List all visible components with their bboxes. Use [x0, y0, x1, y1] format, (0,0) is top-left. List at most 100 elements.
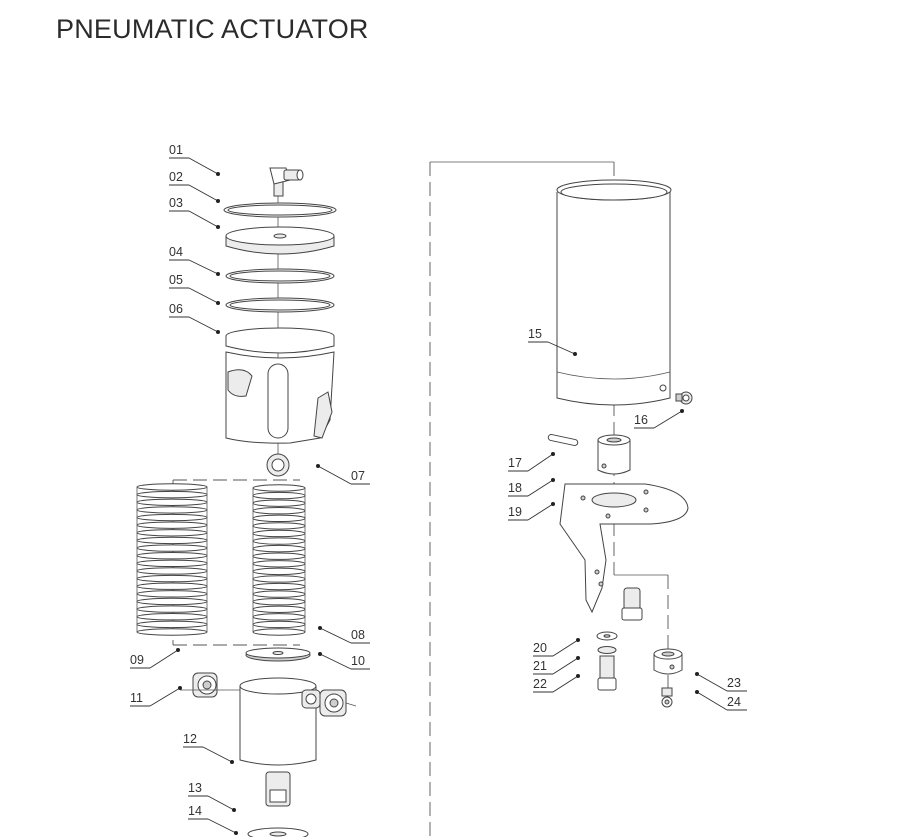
- callout-03: 03: [169, 196, 220, 229]
- callout-12: 12: [183, 732, 234, 764]
- callout-leader-02: [188, 184, 219, 202]
- ring-04-part: [225, 268, 335, 284]
- callout-leader-21: [552, 657, 579, 675]
- callout-leader-22: [552, 675, 579, 693]
- collar-23-part: [653, 648, 683, 675]
- callout-number-23: 23: [727, 676, 741, 690]
- callout-leader-24: [696, 691, 728, 711]
- callout-04: 04: [169, 245, 220, 276]
- callout-leader-04: [188, 259, 219, 275]
- callout-leader-18: [527, 479, 554, 497]
- callout-leader-08: [319, 627, 352, 644]
- callout-leader-15: [547, 341, 576, 355]
- callout-07: 07: [316, 464, 370, 485]
- bearing-07-part: [266, 453, 290, 477]
- callout-dot-21: [576, 656, 580, 660]
- callout-number-08: 08: [351, 628, 365, 642]
- ring-05-part: [225, 297, 335, 313]
- callout-leader-19: [527, 503, 554, 521]
- callout-dot-07: [316, 464, 320, 468]
- callout-dot-20: [576, 638, 580, 642]
- callout-leader-01: [188, 157, 219, 175]
- callout-leader-14: [207, 818, 237, 834]
- callout-number-16: 16: [634, 413, 648, 427]
- callout-dot-16: [680, 409, 684, 413]
- callout-number-02: 02: [169, 170, 183, 184]
- callout-leader-05: [188, 287, 219, 304]
- shaft-13-part: [265, 771, 291, 807]
- callout-dot-17: [551, 452, 555, 456]
- callout-02: 02: [169, 170, 220, 203]
- callout-leader-12: [202, 746, 233, 763]
- cylinder-15-part: [556, 179, 672, 406]
- callout-24: 24: [695, 690, 747, 711]
- callout-dot-03: [216, 225, 220, 229]
- callout-number-03: 03: [169, 196, 183, 210]
- callout-dot-08: [318, 626, 322, 630]
- spring-inner-08-part: [252, 484, 306, 636]
- callout-number-14: 14: [188, 804, 202, 818]
- callout-leader-17: [527, 453, 554, 472]
- callout-dot-12: [230, 760, 234, 764]
- callout-number-10: 10: [351, 654, 365, 668]
- callout-leader-10: [319, 653, 352, 670]
- plug-16-part: [675, 391, 693, 405]
- callout-17: 17: [508, 452, 555, 472]
- callout-dot-13: [232, 808, 236, 812]
- elbow-fitting-part: [269, 167, 304, 197]
- callout-dot-23: [695, 672, 699, 676]
- callout-dot-18: [551, 478, 555, 482]
- callout-number-04: 04: [169, 245, 183, 259]
- callout-dot-11: [178, 686, 182, 690]
- callout-number-06: 06: [169, 302, 183, 316]
- housing-12-part: [180, 677, 321, 766]
- callout-09: 09: [130, 648, 180, 669]
- callout-number-19: 19: [508, 505, 522, 519]
- bolt-upper-part: [621, 587, 643, 621]
- washer-14-part: [247, 827, 309, 837]
- coupling-18-part: [597, 434, 631, 475]
- callout-leader-13: [207, 795, 235, 811]
- page-title: PNEUMATIC ACTUATOR: [56, 14, 369, 44]
- callout-21: 21: [533, 656, 580, 675]
- callout-06: 06: [169, 302, 220, 334]
- callout-dot-10: [318, 652, 322, 656]
- callout-13: 13: [188, 781, 236, 812]
- callout-dot-22: [576, 674, 580, 678]
- callout-number-12: 12: [183, 732, 197, 746]
- o-ring-large-part: [223, 202, 337, 218]
- callout-dot-15: [573, 352, 577, 356]
- callout-number-17: 17: [508, 456, 522, 470]
- callout-20: 20: [533, 638, 580, 657]
- callout-number-11: 11: [130, 691, 143, 705]
- callout-leader-03: [188, 210, 219, 228]
- callout-01: 01: [169, 143, 220, 176]
- callout-leader-07: [317, 465, 352, 485]
- bracket-19-part: [559, 483, 689, 614]
- callout-leader-09: [149, 649, 179, 669]
- callout-number-07: 07: [351, 469, 365, 483]
- callout-dot-02: [216, 199, 220, 203]
- callout-dot-06: [216, 330, 220, 334]
- callout-dot-14: [234, 831, 238, 835]
- callout-leader-20: [552, 639, 579, 657]
- callout-15: 15: [528, 327, 577, 356]
- callout-number-20: 20: [533, 641, 547, 655]
- callout-leader-16: [653, 410, 683, 429]
- callout-16: 16: [634, 409, 684, 429]
- callout-14: 14: [188, 804, 238, 835]
- callout-number-22: 22: [533, 677, 547, 691]
- callout-number-05: 05: [169, 273, 183, 287]
- callout-22: 22: [533, 674, 580, 693]
- callout-number-15: 15: [528, 327, 542, 341]
- callout-10: 10: [318, 652, 370, 670]
- callout-number-18: 18: [508, 481, 522, 495]
- callout-dot-09: [176, 648, 180, 652]
- callout-leader-06: [188, 316, 219, 333]
- washer-20-part: [596, 631, 618, 641]
- set-screw-24-part: [661, 687, 673, 708]
- callout-18: 18: [508, 478, 555, 497]
- piston-cap-part: [225, 226, 335, 255]
